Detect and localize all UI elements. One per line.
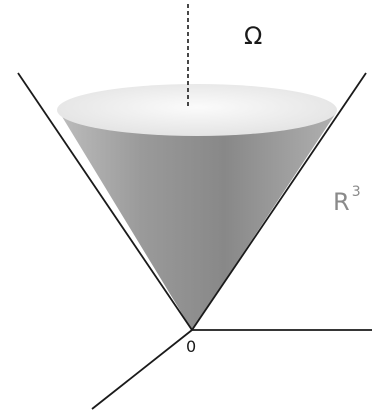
cone-cap [57, 84, 337, 136]
diagonal-axis [91, 329, 193, 410]
space-label-base: R [333, 188, 350, 216]
cone-surface [58, 110, 336, 330]
omega-label: Ω [244, 22, 262, 50]
cone-right-edge [191, 72, 367, 331]
origin-label: 0 [186, 337, 196, 356]
cone-left-edge [17, 72, 193, 331]
space-label-exponent: 3 [352, 184, 361, 200]
